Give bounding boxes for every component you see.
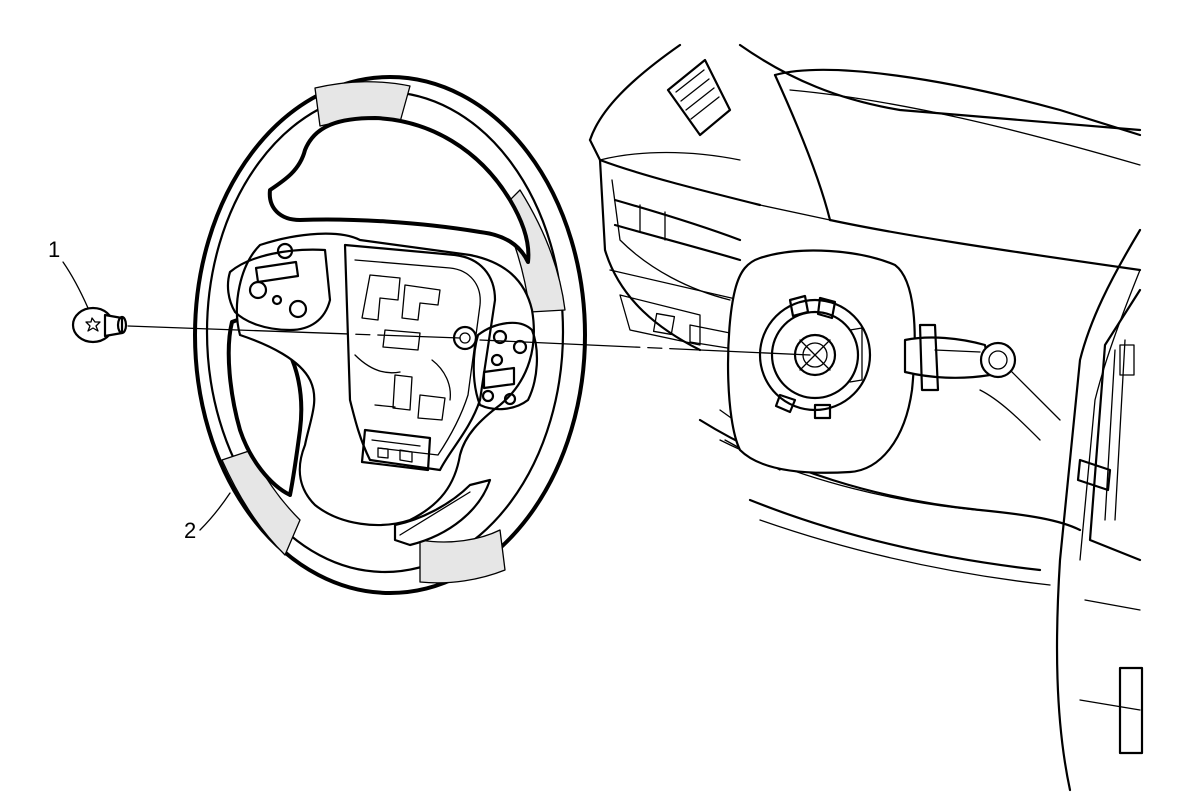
callout-1: 1	[48, 237, 89, 309]
steering-wheel-bolt	[71, 306, 128, 344]
callout-label-1: 1	[48, 237, 60, 262]
callout-label-2: 2	[184, 518, 196, 543]
callout-2: 2	[184, 492, 231, 543]
clockspring	[758, 294, 872, 420]
assembly-centerline	[127, 325, 811, 356]
